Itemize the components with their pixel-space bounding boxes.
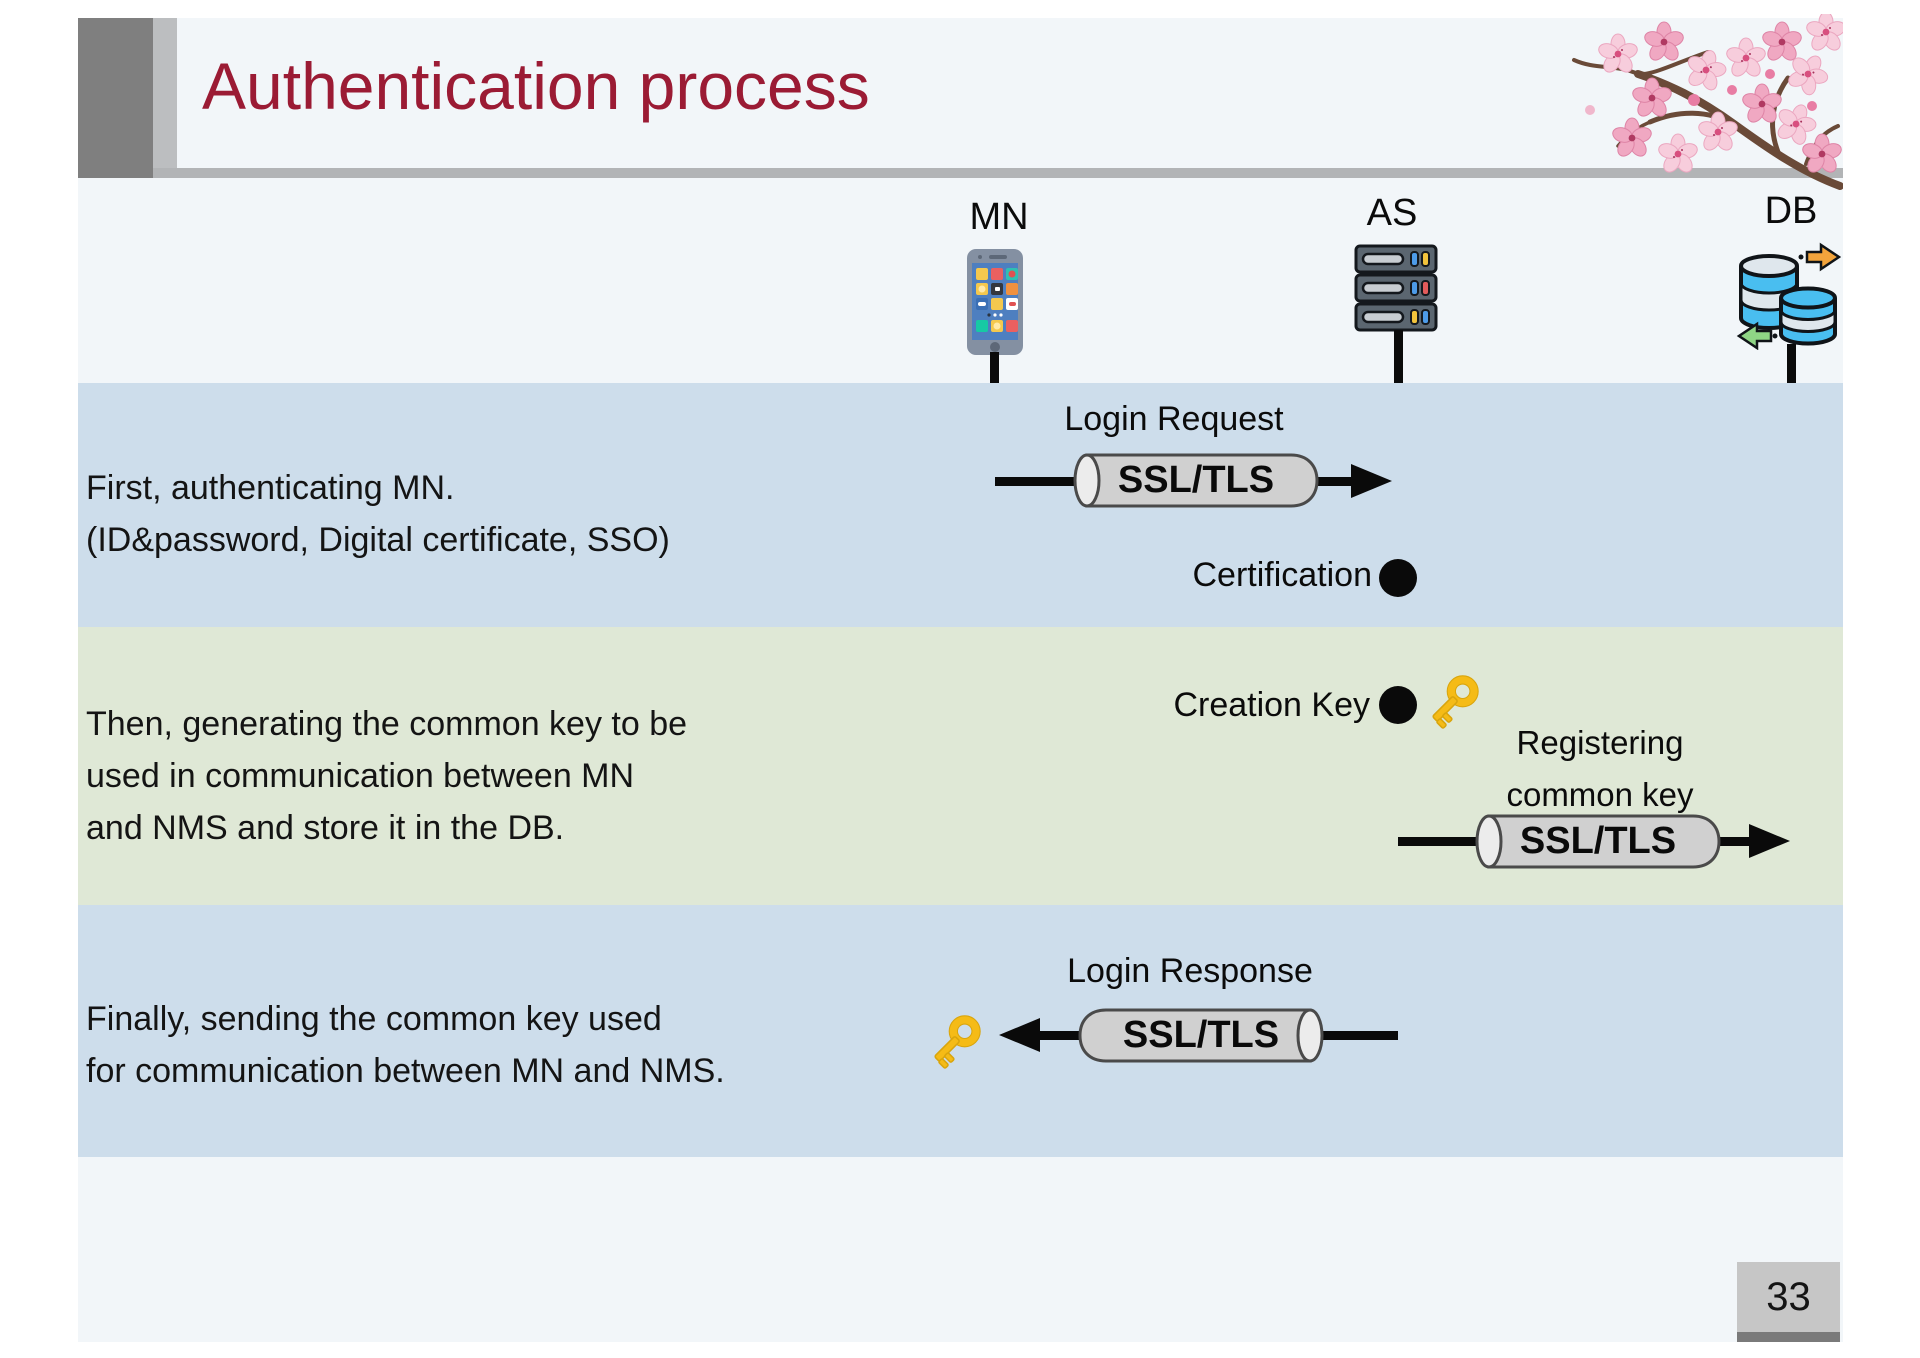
header-accent-block bbox=[78, 18, 153, 178]
key-icon bbox=[934, 1015, 981, 1069]
ssl-tls-label-3: SSL/TLS bbox=[1122, 1014, 1280, 1056]
page-number-box-shadow bbox=[1737, 1332, 1840, 1342]
step-2-description: Then, generating the common key to be us… bbox=[86, 698, 687, 854]
key-icon bbox=[1432, 675, 1479, 729]
login-response-arrowhead bbox=[999, 1018, 1040, 1052]
login-response-label: Login Response bbox=[1067, 952, 1313, 990]
creation-key-label: Creation Key bbox=[1173, 686, 1370, 724]
step-3-description: Finally, sending the common key used for… bbox=[86, 993, 725, 1097]
login-request-arrowhead bbox=[1351, 464, 1392, 498]
actor-label-db: DB bbox=[1764, 190, 1818, 232]
step-3-line-2: for communication between MN and NMS. bbox=[86, 1052, 725, 1090]
cherry-blossom-decoration bbox=[1572, 14, 1843, 190]
step-1-description: First, authenticating MN. (ID&password, … bbox=[86, 462, 670, 566]
smartphone-icon bbox=[967, 249, 1023, 355]
ssl-tls-tunnel-1: SSL/TLS bbox=[1067, 452, 1325, 509]
registering-common-key-label-line1: Registering bbox=[1516, 724, 1684, 761]
login-request-label: Login Request bbox=[1064, 400, 1284, 438]
ssl-tls-tunnel-2: SSL/TLS bbox=[1469, 813, 1727, 870]
page-number: 33 bbox=[1766, 1274, 1811, 1319]
ssl-tls-label-2: SSL/TLS bbox=[1519, 820, 1677, 862]
server-icon bbox=[1354, 244, 1438, 332]
creation-key-dot bbox=[1379, 686, 1417, 724]
actor-label-mn: MN bbox=[969, 196, 1029, 238]
step-1-line-2: (ID&password, Digital certificate, SSO) bbox=[86, 521, 670, 559]
header-divider-line bbox=[153, 168, 1843, 178]
certification-dot bbox=[1379, 559, 1417, 597]
actor-label-as: AS bbox=[1366, 192, 1418, 234]
registering-arrowhead bbox=[1749, 824, 1790, 858]
page-title: Authentication process bbox=[202, 49, 870, 123]
database-icon bbox=[1736, 242, 1841, 350]
header-accent-strip bbox=[153, 18, 177, 168]
ssl-tls-label-1: SSL/TLS bbox=[1117, 459, 1275, 501]
page-number-box: 33 bbox=[1737, 1262, 1840, 1342]
ssl-tls-tunnel-3: SSL/TLS bbox=[1072, 1007, 1330, 1064]
registering-common-key-label-line2: common key bbox=[1506, 776, 1694, 813]
step-2-line-1: Then, generating the common key to be bbox=[86, 705, 688, 743]
step-2-line-2: used in communication between MN bbox=[86, 757, 635, 795]
step-3-line-1: Finally, sending the common key used bbox=[86, 1000, 662, 1038]
step-1-line-1: First, authenticating MN. bbox=[86, 469, 455, 507]
step-band-3 bbox=[78, 905, 1843, 1157]
step-band-1 bbox=[78, 383, 1843, 627]
certification-label: Certification bbox=[1192, 556, 1372, 594]
step-2-line-3: and NMS and store it in the DB. bbox=[86, 809, 565, 847]
